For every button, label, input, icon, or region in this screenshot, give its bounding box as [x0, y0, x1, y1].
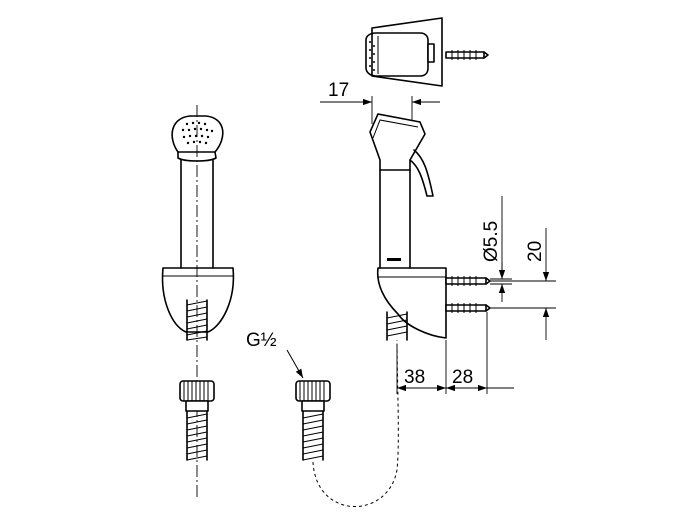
hose-nut-left	[179, 380, 215, 412]
head-rim	[177, 151, 217, 162]
wall-holder	[161, 267, 235, 333]
dim-17-label: 17	[328, 80, 349, 101]
hose-thread-upper	[186, 299, 208, 341]
dim-28-label: 28	[452, 367, 473, 388]
screw-lower	[445, 303, 491, 313]
handle-side	[379, 169, 411, 269]
screw-top	[445, 50, 489, 60]
hose-nut-middle	[295, 380, 331, 412]
dim-20-label: 20	[525, 241, 546, 262]
holder-top-view	[365, 17, 443, 87]
bracket-side	[376, 267, 447, 339]
trigger-lever	[409, 149, 434, 197]
handle	[180, 159, 214, 269]
dim-38-label: 38	[404, 367, 425, 388]
head-side	[369, 113, 426, 171]
hose-thread-middle	[302, 410, 324, 461]
dim-hole-spacing: 20	[490, 228, 556, 340]
thread-leader	[286, 349, 304, 379]
brand-mark	[387, 258, 401, 261]
shower-front-view	[161, 105, 235, 500]
hose-thread-right	[386, 311, 408, 341]
hose-thread-lower-left	[186, 410, 208, 461]
hose-connector: G½	[246, 330, 399, 507]
head-face	[372, 119, 419, 139]
screw-upper	[445, 276, 491, 286]
dim-dia-label: Ø5.5	[481, 221, 502, 262]
dim-hole-diameter: Ø5.5	[481, 196, 512, 302]
shower-side-view: 17	[320, 17, 556, 394]
dim-depth: 38 28	[396, 312, 514, 394]
thread-label: G½	[246, 330, 277, 351]
spray-nozzles	[181, 121, 214, 145]
spray-head	[171, 115, 224, 153]
dim-width-top: 17	[320, 80, 440, 124]
flexible-hose	[312, 339, 399, 507]
